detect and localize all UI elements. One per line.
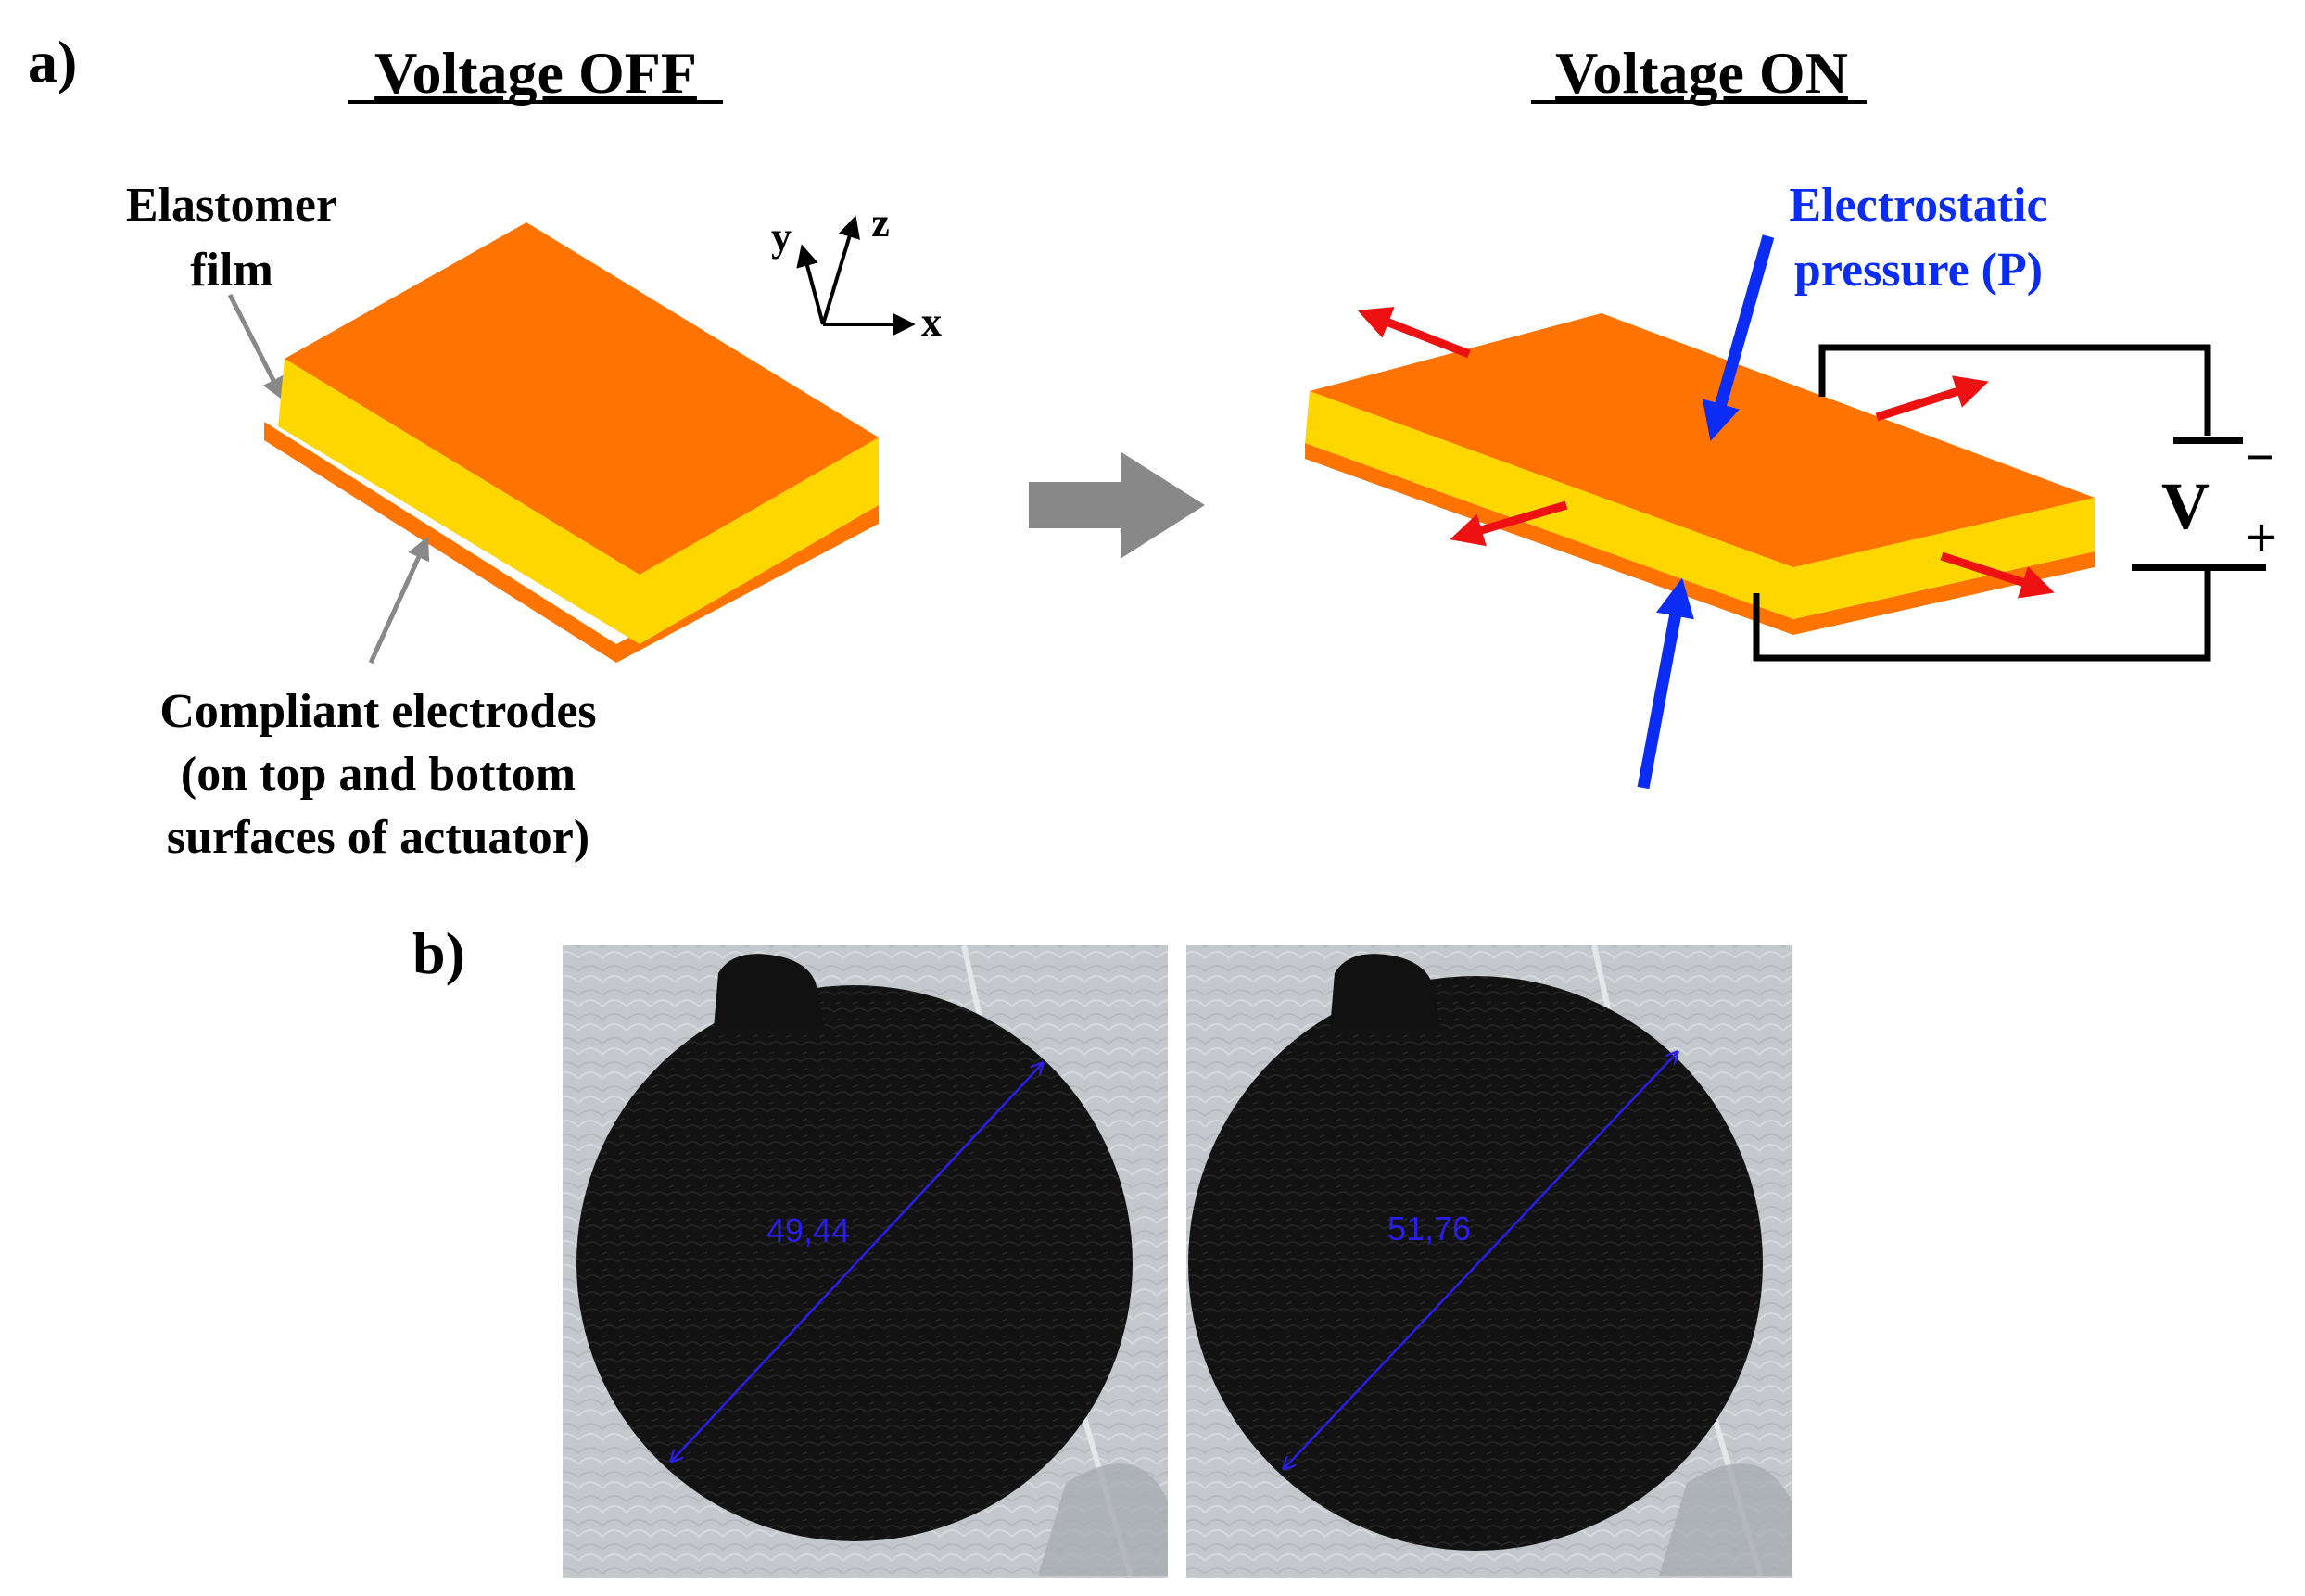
diameter-measurement: 51,76: [1387, 1210, 1471, 1248]
panel-b-label: b): [412, 920, 465, 986]
elastomer-disc: [1188, 976, 1763, 1551]
svg-text:Electrostatic: Electrostatic: [1789, 179, 2047, 232]
expansion-arrow-back-left: [1357, 307, 1471, 359]
z-axis: [821, 215, 860, 325]
svg-text:surfaces of actuator): surfaces of actuator): [167, 811, 589, 864]
bottom-electrode-edge-on: [1305, 443, 2095, 635]
elastomer-pointer-arrow: [227, 293, 285, 401]
voltage-off-title: Voltage OFF: [374, 40, 697, 106]
photo-voltage-on: 51,76: [1186, 945, 1792, 1578]
svg-text:Elastomer: Elastomer: [126, 179, 337, 232]
expansion-arrows: [1357, 307, 2055, 599]
y-axis-label: y: [771, 214, 792, 260]
process-arrow: [1029, 452, 1205, 558]
diameter-measure-line: [1284, 1052, 1678, 1469]
top-electrode-on: [1310, 313, 2095, 567]
electrode-tab: [714, 954, 825, 1029]
actuator-off: [264, 222, 879, 663]
svg-text:film: film: [190, 244, 273, 297]
x-axis-label: x: [921, 299, 942, 345]
pressure-arrow-bottom: [1637, 577, 1694, 790]
diameter-measure-line: [671, 1063, 1043, 1462]
bottom-electrode-edge: [264, 422, 879, 663]
electrodes-pointer-arrow: [368, 536, 430, 665]
svg-text:Compliant electrodes: Compliant electrodes: [159, 685, 596, 738]
circuit-wire-top: [1818, 344, 2211, 436]
photo-stain: [1038, 1463, 1168, 1576]
voltage-minus-sign: −: [2245, 429, 2274, 487]
expansion-arrow-back-right: [1875, 375, 1989, 422]
expansion-arrow-front-right: [1940, 551, 2055, 599]
top-electrode: [285, 222, 879, 575]
panel-a-label: a): [28, 29, 77, 95]
photo-voltage-off: 49,44: [563, 945, 1168, 1578]
elastomer-film-side-on: [1305, 391, 1793, 619]
circuit-wire-bottom: [1753, 567, 2211, 662]
y-axis: [796, 244, 825, 325]
compliant-electrodes-label: Compliant electrodes (on top and bottom …: [159, 685, 596, 864]
voltage-circuit: V − +: [1753, 344, 2277, 662]
photo-stain: [1659, 1463, 1792, 1576]
expansion-arrow-front-left: [1450, 500, 1568, 547]
svg-text:(on top and bottom: (on top and bottom: [181, 748, 576, 801]
pressure-arrow-top: [1702, 234, 1775, 442]
svg-text:pressure (P): pressure (P): [1794, 244, 2043, 297]
electrostatic-pressure-label: Electrostatic pressure (P): [1789, 179, 2047, 297]
actuator-on: [1305, 313, 2095, 635]
voltage-on-title: Voltage ON: [1555, 40, 1848, 106]
elastomer-film-label: Elastomer film: [126, 179, 337, 297]
z-axis-label: z: [871, 200, 890, 246]
diameter-measurement: 49,44: [766, 1211, 850, 1249]
electrode-tab: [1330, 954, 1441, 1029]
panel-a: a) Voltage OFF Voltage ON Elastomer film…: [28, 29, 2277, 864]
panel-b: b) 49,44 51,76: [412, 920, 1792, 1578]
coordinate-axes: y z x: [771, 200, 942, 345]
electrostatic-pressure-arrows: [1637, 234, 1775, 790]
elastomer-film-side-right: [640, 437, 879, 644]
voltage-plus-sign: +: [2246, 507, 2277, 568]
elastomer-film-side-front: [278, 359, 640, 644]
voltage-symbol: V: [2161, 469, 2210, 543]
